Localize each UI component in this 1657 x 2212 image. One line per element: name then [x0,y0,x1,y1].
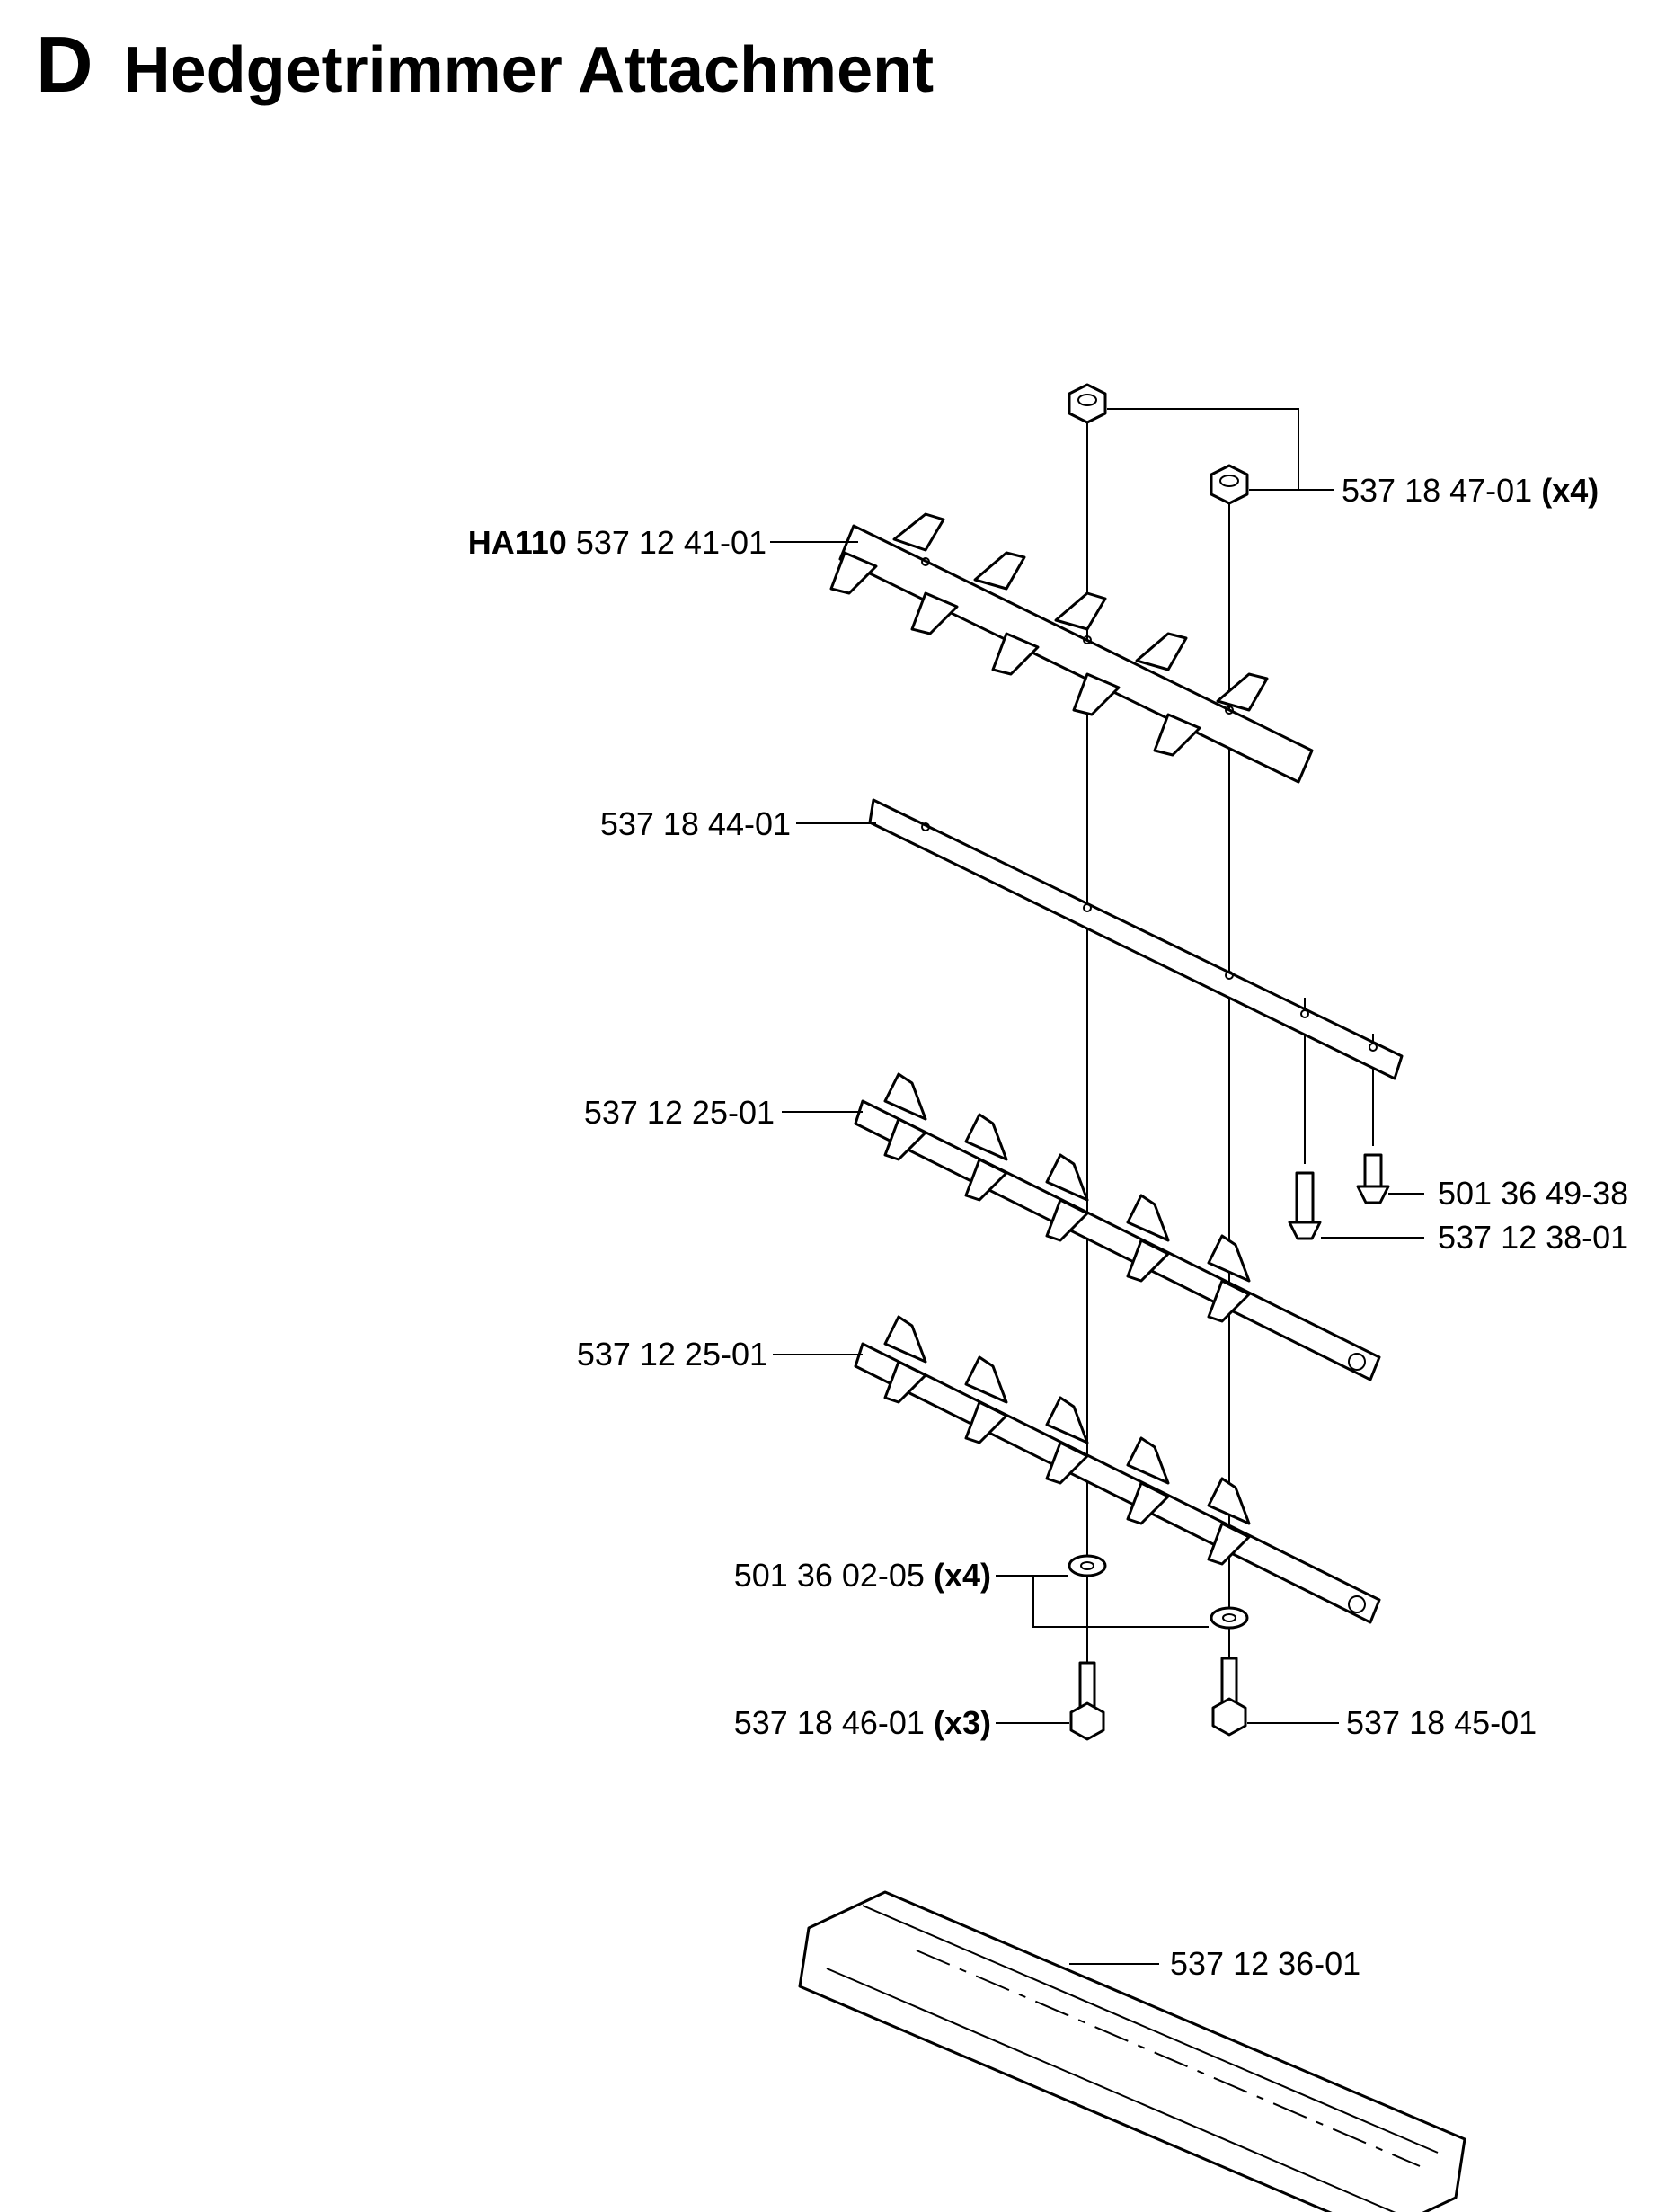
page-header: D Hedgetrimmer Attachment [36,25,934,104]
screw-parts [1288,1153,1390,1240]
callout-blade-lower: 537 12 25-01 [577,1336,767,1373]
callout-screw-long: 537 12 38-01 [1438,1219,1628,1256]
upper-cutter-blade-part [854,1072,1381,1381]
blade-guard-part [798,1890,1466,2212]
lock-nut-part [1068,383,1249,505]
washer-parts [1068,1554,1249,1630]
bolt-parts [1069,1657,1247,1741]
section-letter: D [36,20,93,109]
leader-lines [770,408,1424,1965]
callout-washer: 501 36 02-05 (x4) [734,1557,991,1594]
callout-plate: 537 18 44-01 [600,805,791,842]
top-blade-part [829,512,1314,784]
lower-cutter-blade-part [854,1315,1381,1624]
callout-blade-upper: 537 12 25-01 [584,1094,775,1131]
callout-bolt-left: 537 18 46-01 (x3) [734,1704,991,1741]
page-title: Hedgetrimmer Attachment [123,34,935,106]
callout-nut: 537 18 47-01 (x4) [1342,472,1599,509]
callout-screw-small: 501 36 49-38 [1438,1175,1628,1212]
plate-part [868,798,1404,1080]
callout-guard: 537 12 36-01 [1170,1945,1360,1982]
callout-blade-top: HA110 537 12 41-01 [468,524,766,561]
callout-bolt-right: 537 18 45-01 [1346,1704,1537,1741]
